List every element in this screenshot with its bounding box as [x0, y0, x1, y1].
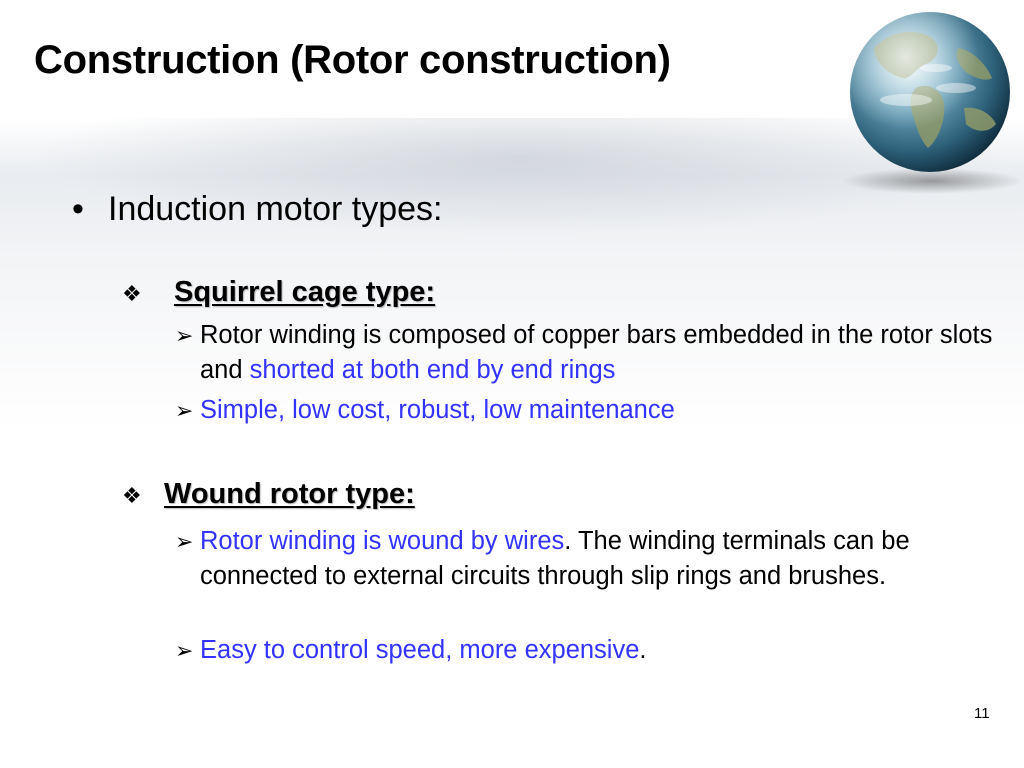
point-text-highlight: shorted at both end by end rings: [249, 356, 616, 384]
squirrel-point-2: ➢Simple, low cost, robust, low maintenan…: [175, 393, 1015, 428]
bullet-text: Induction motor types:: [108, 190, 443, 228]
diamond-bullet-icon: ❖: [122, 483, 142, 508]
point-text-highlight: Rotor winding is wound by wires: [200, 527, 565, 555]
heading-text: Wound rotor type:: [164, 478, 415, 510]
arrow-bullet-icon: ➢: [175, 529, 194, 554]
globe-shadow: [840, 168, 1024, 194]
bullet-dot: •: [72, 190, 84, 228]
heading-text: Squirrel cage type:: [174, 276, 436, 308]
wound-point-1: ➢Rotor winding is wound by wires. The wi…: [175, 524, 1015, 593]
heading-squirrel-cage: ❖ Squirrel cage type:: [122, 276, 435, 309]
bullet-induction-motor-types: • Induction motor types:: [72, 190, 443, 229]
arrow-bullet-icon: ➢: [175, 638, 194, 663]
point-text: .: [639, 636, 647, 664]
page-number: 11: [974, 705, 990, 722]
arrow-bullet-icon: ➢: [175, 398, 194, 423]
diamond-bullet-icon: ❖: [122, 281, 142, 306]
point-text: Rotor winding is composed of copper bars…: [200, 321, 993, 384]
heading-wound-rotor: ❖ Wound rotor type:: [122, 478, 415, 511]
point-text: . The winding terminals can be connected…: [200, 527, 910, 590]
arrow-bullet-icon: ➢: [175, 323, 194, 348]
wound-point-2: ➢Easy to control speed, more expensive.: [175, 633, 1015, 668]
point-text-highlight: Simple, low cost, robust, low maintenanc…: [200, 396, 675, 424]
squirrel-point-1: ➢Rotor winding is composed of copper bar…: [175, 318, 1015, 387]
slide-title: Construction (Rotor construction): [34, 38, 671, 82]
globe-icon: [850, 12, 1010, 172]
point-text-highlight: Easy to control speed, more expensive: [200, 636, 640, 664]
